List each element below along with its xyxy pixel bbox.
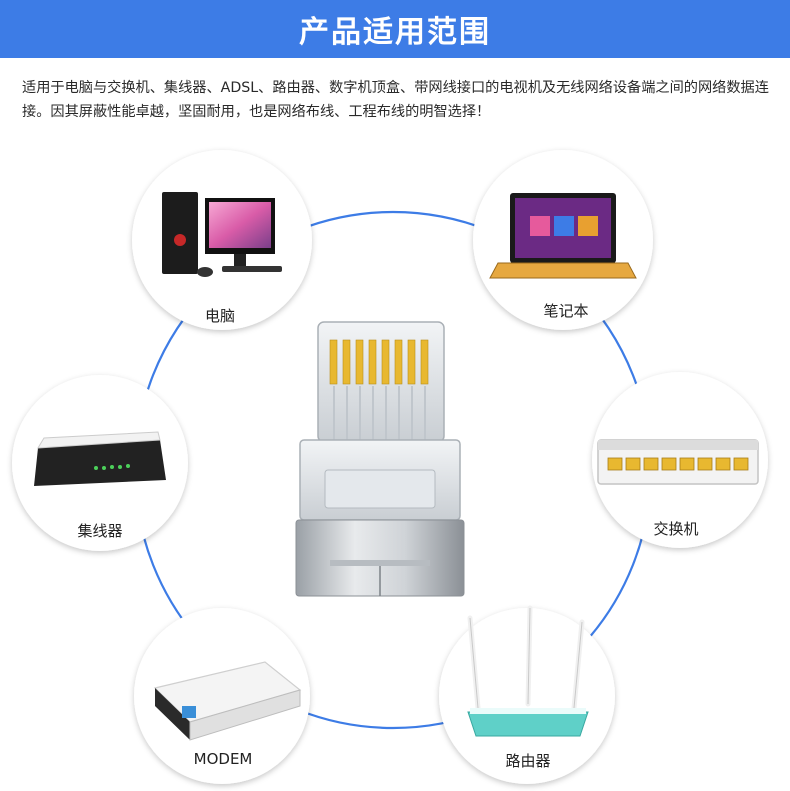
page-title: 产品适用范围: [299, 15, 491, 50]
router-device: [439, 605, 615, 784]
modem-device: [134, 608, 310, 784]
rj45-connector: [295, 321, 465, 597]
label-router: 路由器: [505, 752, 551, 770]
switch-device: [592, 372, 768, 548]
label-hub: 集线器: [77, 522, 123, 540]
label-switch: 交换机: [653, 520, 699, 538]
label-laptop: 笔记本: [543, 302, 589, 320]
computer-device: [132, 150, 312, 330]
label-modem: MODEM: [193, 750, 253, 768]
usage-description: 适用于电脑与交换机、集线器、ADSL、路由器、数字机顶盒、带网线接口的电视机及无…: [22, 80, 769, 120]
label-computer: 电脑: [204, 307, 236, 325]
title-banner: 产品适用范围: [0, 0, 790, 58]
laptop-device: [473, 150, 653, 330]
hub-device: [12, 375, 188, 551]
